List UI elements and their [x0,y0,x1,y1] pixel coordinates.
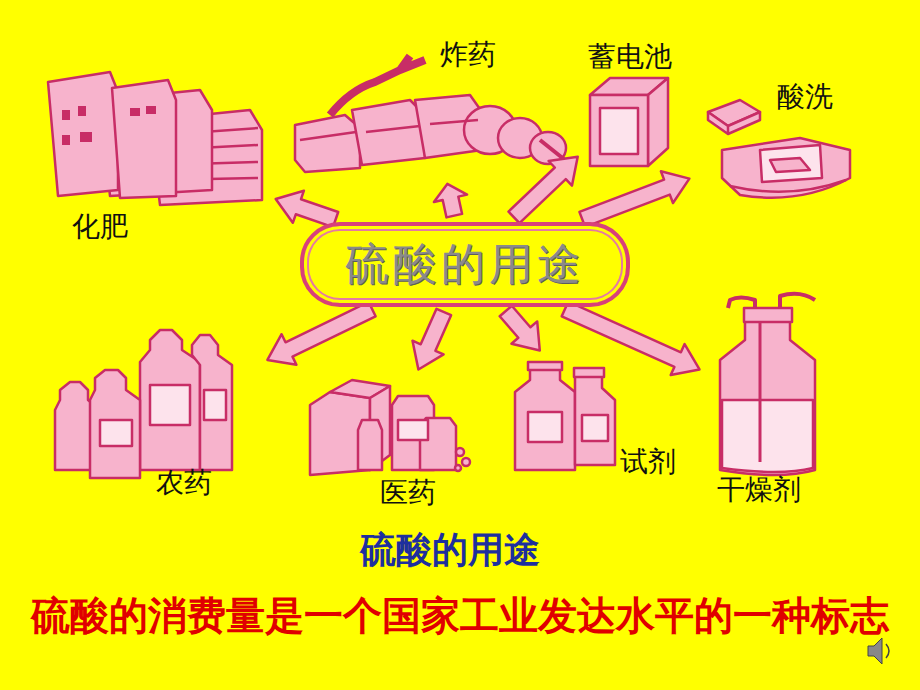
use-label: 蓄电池 [588,42,672,73]
use-item: 炸药 [288,38,573,178]
use-item: 试剂 [505,355,695,485]
use-label: 炸药 [440,40,496,71]
block-arrow [413,309,452,370]
block-arrow [509,157,578,224]
gas-washing-bottle [720,294,815,475]
block-arrow [267,302,375,365]
caption: 硫酸的用途 [360,526,540,575]
use-label: 医药 [380,478,436,509]
use-item: 医药 [300,375,470,515]
acid-wash-trough [708,100,850,198]
use-item: 蓄电池 [582,40,682,170]
block-arrow [579,171,689,227]
use-label: 试剂 [620,447,676,478]
central-title: 硫酸的用途 [345,235,585,294]
explosive-bundles [295,56,566,172]
use-label: 酸洗 [777,82,833,113]
block-arrow [500,306,540,351]
reagent-bottles [515,362,615,470]
use-item: 农药 [48,322,262,507]
speaker-icon [868,638,889,664]
block-arrow [434,184,467,218]
block-arrow [562,302,700,375]
footer-note: 硫酸的消费量是一个国家工业发达水平的一种标志 [31,589,889,643]
use-item: 干燥剂 [705,288,830,512]
battery-box [590,78,668,166]
block-arrow [276,191,339,227]
medicine-box-bottles [310,380,470,475]
use-item: 化肥 [40,60,270,255]
central-pill: 硫酸的用途 [300,222,630,307]
use-label: 农药 [156,468,212,499]
pesticide-bottles [55,330,232,478]
fertilizer-bags [48,72,262,205]
use-label: 干燥剂 [717,475,801,506]
use-label: 化肥 [72,212,128,243]
use-item: 酸洗 [695,80,860,210]
